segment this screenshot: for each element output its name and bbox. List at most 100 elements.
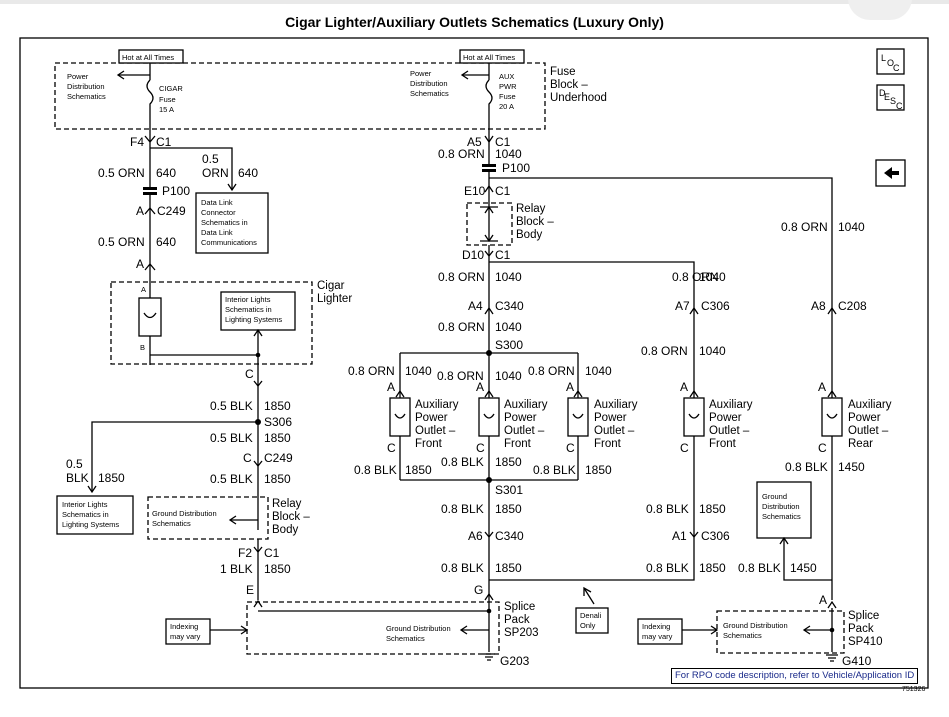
text: Indexing	[642, 622, 670, 631]
text: C1	[264, 546, 280, 560]
text: P100	[162, 184, 190, 198]
svg-text:A: A	[818, 380, 826, 394]
text: 0.5 BLK	[210, 431, 253, 445]
text: CIGAR	[159, 84, 183, 93]
diagram-frame	[19, 37, 929, 689]
text: 1850	[98, 471, 125, 485]
text: 1040	[699, 270, 726, 284]
text: 0.8 BLK	[441, 561, 484, 575]
svg-text:D: D	[879, 88, 886, 98]
outlet-front-1: A C Auxiliary Power Outlet – Front	[387, 380, 459, 455]
text: 1040	[495, 369, 522, 383]
text: 1850	[699, 502, 726, 516]
text: G203	[500, 654, 530, 668]
text: A8	[811, 299, 826, 313]
text: Underhood	[550, 92, 607, 104]
text: Cigar	[317, 280, 345, 292]
svg-text:L: L	[881, 53, 886, 63]
text: 1040	[405, 364, 432, 378]
indexing-note-right	[637, 618, 683, 645]
svg-text:Auxiliary: Auxiliary	[415, 399, 459, 411]
text: 0.8 ORN	[438, 320, 485, 334]
splice-pack-sp410	[716, 610, 845, 654]
text: Schematics	[386, 634, 425, 643]
text: 1850	[264, 431, 291, 445]
text: 1850	[495, 502, 522, 516]
text: 1450	[790, 561, 817, 575]
svg-text:Power: Power	[709, 412, 742, 424]
text: Schematics	[410, 89, 449, 98]
text: 0.8 BLK	[354, 463, 397, 477]
text: 0.8 BLK	[785, 460, 828, 474]
svg-text:Front: Front	[504, 438, 532, 450]
svg-text:C: C	[818, 441, 827, 455]
text: Schematics	[723, 631, 762, 640]
text: 0.8 BLK	[738, 561, 781, 575]
text: Pack	[848, 623, 874, 635]
text: Relay	[516, 203, 546, 215]
aux-fuse	[485, 63, 493, 129]
text: Indexing	[170, 622, 198, 631]
text: A6	[468, 529, 483, 543]
text: Power	[410, 69, 432, 78]
text: 1850	[495, 561, 522, 575]
hot-tag-left	[118, 49, 184, 64]
splice-pack-sp203	[246, 601, 500, 655]
svg-text:A: A	[680, 380, 688, 394]
text: Ground	[762, 492, 787, 501]
text: A	[819, 593, 827, 607]
text: Schematics in	[62, 510, 109, 519]
text: 1850	[264, 472, 291, 486]
figure-number: 751326	[902, 686, 926, 693]
text: 1850	[585, 463, 612, 477]
text: Fuse	[159, 95, 176, 104]
text: Schematics in	[201, 218, 248, 227]
text: 0.8 ORN	[781, 220, 828, 234]
text: 1040	[495, 270, 522, 284]
text: 0.5 BLK	[210, 472, 253, 486]
text: 0.8 ORN	[641, 344, 688, 358]
back-button[interactable]	[875, 159, 906, 187]
svg-text:C: C	[566, 441, 575, 455]
text: C249	[264, 451, 293, 465]
arrow-left-icon	[884, 167, 899, 179]
relay-block-body-lower	[147, 496, 269, 540]
text: 1040	[495, 320, 522, 334]
svg-text:C: C	[476, 441, 485, 455]
text: P100	[502, 161, 530, 175]
text: A	[136, 257, 144, 271]
text: 0.5	[66, 457, 83, 471]
hot-label: Hot at All Times	[122, 53, 174, 62]
svg-text:O: O	[887, 58, 894, 68]
text: 0.8 ORN	[672, 270, 719, 284]
page-title: Cigar Lighter/Auxiliary Outlets Schemati…	[285, 14, 664, 30]
svg-text:Auxiliary: Auxiliary	[848, 399, 892, 411]
dlc-schematics-box	[195, 192, 269, 254]
hot-tag-right	[459, 49, 525, 64]
text: 0.8 ORN	[348, 364, 395, 378]
text: 0.8 BLK	[646, 561, 689, 575]
svg-text:A: A	[476, 380, 484, 394]
close-button[interactable]	[848, 0, 912, 20]
text: Relay	[272, 498, 302, 510]
text: 20 A	[499, 102, 514, 111]
text: Communications	[201, 238, 257, 247]
text: 0.5 ORN	[98, 166, 145, 180]
text: A	[136, 204, 144, 218]
text: Ground Distribution	[152, 509, 217, 518]
text: Body	[516, 229, 542, 241]
interior-lights-box-top	[220, 291, 296, 331]
ground-symbol	[826, 654, 838, 662]
text: AUX	[499, 72, 514, 81]
outlet-front-4: A C Auxiliary Power Outlet – Front	[680, 380, 753, 455]
svg-text:Outlet –: Outlet –	[848, 425, 889, 437]
svg-text:Auxiliary: Auxiliary	[504, 399, 548, 411]
text: 1450	[838, 460, 865, 474]
text: Denali	[580, 611, 602, 620]
text: 0.5 ORN	[98, 235, 145, 249]
interior-lights-box-left	[56, 495, 134, 535]
text: 15 A	[159, 105, 174, 114]
outlet-rear: A C Auxiliary Power Outlet – Rear	[818, 380, 892, 455]
